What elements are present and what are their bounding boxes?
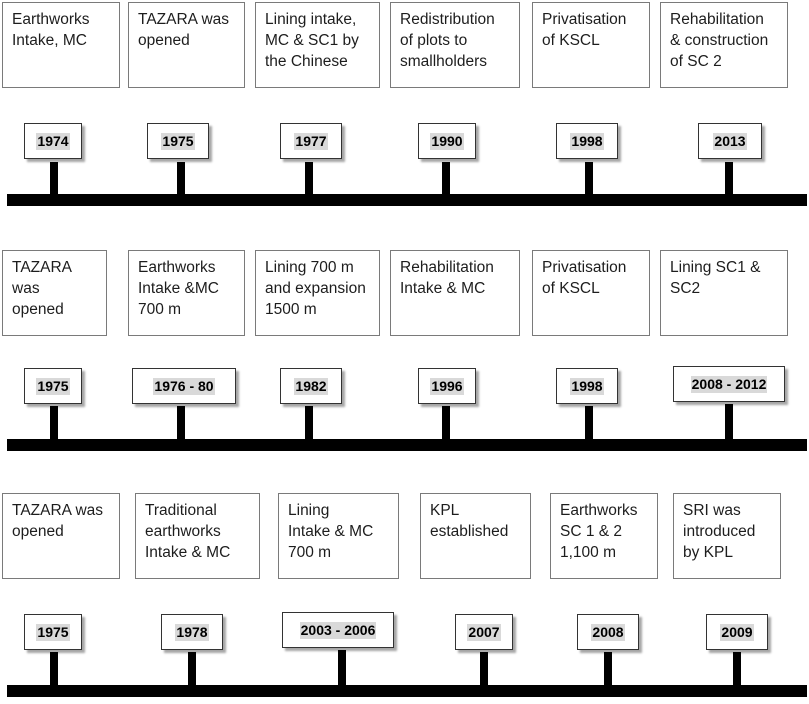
timeline-tick: [177, 406, 185, 440]
timeline-tick: [442, 162, 450, 195]
year-marker: 2013: [698, 123, 762, 159]
event-box: Lining SC1 & SC2: [660, 250, 788, 336]
year-marker: 2008: [577, 614, 639, 650]
year-marker: 1990: [418, 123, 476, 159]
year-label: 1975: [36, 623, 70, 641]
year-marker: 1996: [418, 368, 476, 404]
year-marker: 1975: [24, 614, 82, 650]
year-marker: 2009: [706, 614, 768, 650]
year-marker: 1998: [556, 368, 618, 404]
timeline-axis: [7, 194, 807, 206]
timeline-tick: [480, 652, 488, 686]
timeline-tick: [50, 162, 58, 195]
year-label: 2003 - 2006: [299, 621, 377, 639]
event-box: Traditional earthworks Intake & MC: [135, 493, 260, 579]
event-box: Lining intake, MC & SC1 by the Chinese: [255, 2, 380, 88]
event-box: TAZARA was opened: [128, 2, 245, 88]
timeline-tick: [585, 406, 593, 440]
year-label: 1998: [570, 377, 604, 395]
timeline-tick: [338, 650, 346, 686]
event-box: TAZARA was opened: [2, 493, 120, 579]
year-marker: 1975: [147, 123, 209, 159]
event-box: Privatisation of KSCL: [532, 2, 650, 88]
year-label: 2008 - 2012: [690, 375, 768, 393]
event-box: KPL established: [420, 493, 531, 579]
timeline-tick: [188, 652, 196, 686]
year-marker: 1978: [161, 614, 223, 650]
year-label: 1998: [570, 132, 604, 150]
event-box: Privatisation of KSCL: [532, 250, 650, 336]
timeline-axis: [7, 685, 807, 697]
event-box: Earthworks Intake, MC: [2, 2, 120, 88]
event-box: Lining 700 m and expansion 1500 m: [255, 250, 380, 336]
year-marker: 1975: [24, 368, 82, 404]
event-box: Rehabilitation & construction of SC 2: [660, 2, 788, 88]
timeline-tick: [604, 652, 612, 686]
year-marker: 1976 - 80: [132, 368, 236, 404]
year-marker: 2003 - 2006: [282, 612, 394, 648]
year-marker: 2007: [455, 614, 513, 650]
timeline-tick: [305, 406, 313, 440]
timeline-tick: [733, 652, 741, 686]
event-box: TAZARA was opened: [2, 250, 107, 336]
timeline-tick: [50, 652, 58, 686]
year-label: 1977: [294, 132, 328, 150]
year-marker: 1977: [280, 123, 342, 159]
year-label: 1996: [430, 377, 464, 395]
timeline-tick: [585, 162, 593, 195]
year-label: 2008: [591, 623, 625, 641]
timeline-axis: [7, 439, 807, 451]
year-label: 1978: [175, 623, 209, 641]
year-marker: 1998: [556, 123, 618, 159]
event-box: Earthworks SC 1 & 2 1,100 m: [550, 493, 658, 579]
year-label: 2013: [713, 132, 747, 150]
timeline-tick: [442, 406, 450, 440]
timeline-tick: [305, 162, 313, 195]
event-box: Lining Intake & MC 700 m: [278, 493, 399, 579]
year-label: 2007: [467, 623, 501, 641]
year-label: 1975: [161, 132, 195, 150]
event-box: Rehabilitation Intake & MC: [390, 250, 520, 336]
year-label: 1976 - 80: [153, 377, 215, 395]
year-marker: 2008 - 2012: [673, 366, 785, 402]
year-label: 1982: [294, 377, 328, 395]
event-box: Redistribution of plots to smallholders: [390, 2, 520, 88]
timeline-tick: [725, 404, 733, 440]
timeline-tick: [177, 162, 185, 195]
year-label: 1975: [36, 377, 70, 395]
timeline-tick: [725, 162, 733, 195]
year-label: 2009: [720, 623, 754, 641]
year-label: 1990: [430, 132, 464, 150]
year-marker: 1974: [24, 123, 82, 159]
year-label: 1974: [36, 132, 70, 150]
event-box: Earthworks Intake &MC 700 m: [128, 250, 245, 336]
timeline-tick: [50, 406, 58, 440]
year-marker: 1982: [280, 368, 342, 404]
event-box: SRI was introduced by KPL: [673, 493, 781, 579]
